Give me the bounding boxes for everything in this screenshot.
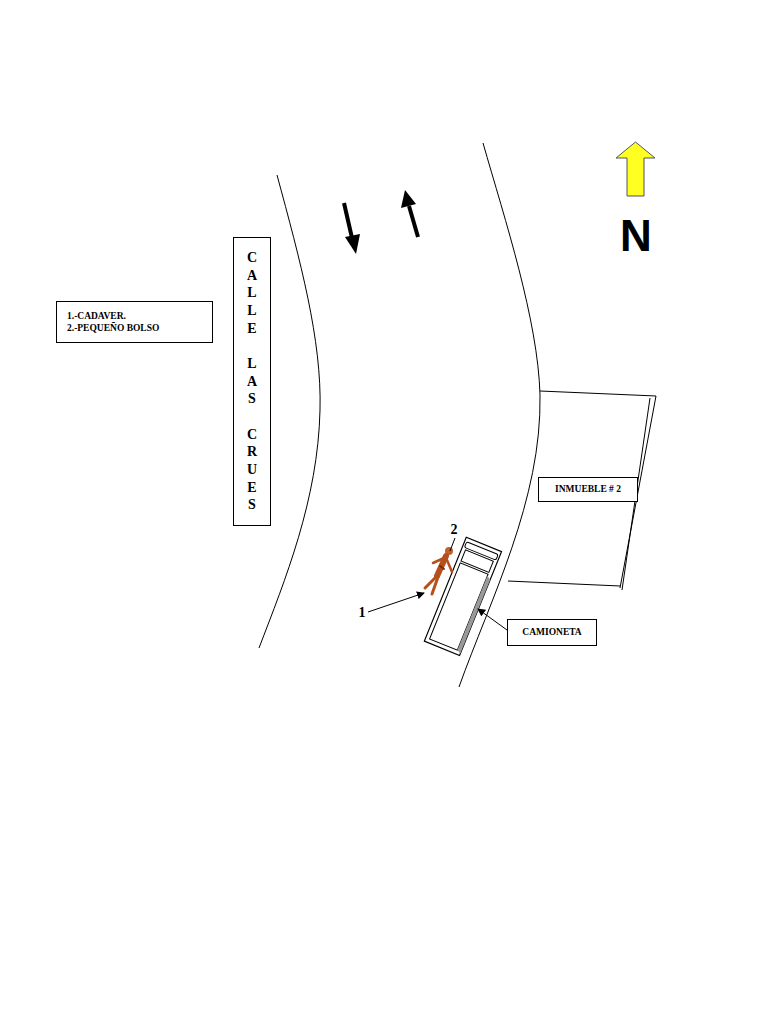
truck-symbol (424, 537, 501, 655)
box-text: CAMIONETA (512, 626, 592, 638)
building-outline (508, 391, 656, 588)
body-figure (425, 547, 453, 594)
north-arrow (616, 142, 655, 196)
leader-line (450, 538, 455, 551)
vehicle-label-box: CAMIONETA (507, 619, 597, 646)
key-box: 1.-CADAVER.2.-PEQUEÑO BOLSO (56, 301, 213, 343)
leader-line (478, 609, 507, 630)
building-label-box: INMUEBLE # 2 (538, 477, 638, 502)
traffic-arrow (401, 190, 418, 237)
callout-number: 2 (451, 523, 458, 537)
box-text: INMUEBLE # 2 (543, 483, 633, 495)
street-name-box: CALLE LAS CRUES (233, 237, 271, 526)
north-label: N (620, 214, 652, 258)
box-text: 2.-PEQUEÑO BOLSO (67, 322, 202, 334)
box-text: 1.-CADAVER. (67, 310, 202, 322)
traffic-arrow (344, 203, 360, 254)
leader-line (368, 593, 424, 612)
callout-number: 1 (359, 606, 366, 620)
street-name: CALLE LAS CRUES (234, 249, 270, 514)
